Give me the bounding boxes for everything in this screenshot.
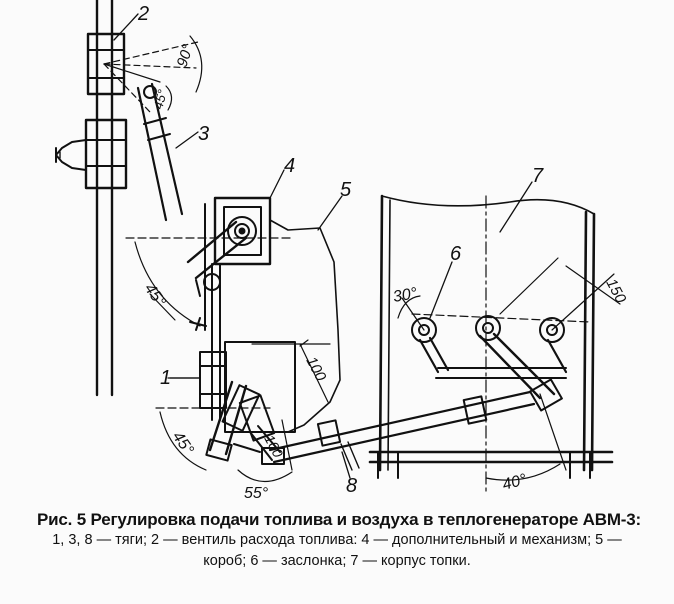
- rod-1: [169, 351, 227, 409]
- dim-45-deg-left: 45°: [141, 281, 169, 311]
- fuel-pipe-assembly: [55, 0, 128, 397]
- callout-1: 1: [160, 367, 171, 389]
- callout-7: 7: [532, 165, 544, 187]
- figure-caption-legend-line-2: короб; 6 — заслонка; 7 — корпус топки.: [203, 553, 471, 569]
- dimension-labels: 90° 45° 45° 100 45° 100 55° 30° 150 40°: [141, 42, 630, 500]
- callout-labels: 2 3 4 5 1 6 7 8: [137, 3, 544, 497]
- mechanism-4: [125, 196, 291, 421]
- lower-lever-group: [155, 380, 293, 483]
- regulation-diagram: 2 3 4 5 1 6 7 8 90° 45° 45° 100 45° 100 …: [55, 0, 630, 500]
- damper-6: [397, 257, 621, 481]
- dim-55-deg: 55°: [244, 485, 269, 500]
- figure-caption-legend-line-1: 1, 3, 8 — тяги; 2 — вентиль расхода топл…: [52, 532, 622, 548]
- callout-4: 4: [284, 155, 295, 177]
- callout-8: 8: [346, 475, 357, 497]
- rod-3: [136, 82, 184, 222]
- box-5: [224, 219, 341, 433]
- callout-leaders: [113, 13, 533, 479]
- dim-90-deg: 90°: [174, 42, 197, 69]
- dim-30-deg: 30°: [392, 285, 419, 306]
- furnace-body-7: [368, 194, 614, 496]
- figure-caption-title: Рис. 5 Регулировка подачи топлива и возд…: [37, 510, 641, 529]
- dim-40-deg: 40°: [501, 471, 529, 494]
- dim-45-deg-bottom: 45°: [169, 429, 197, 459]
- rod-8: [268, 390, 536, 471]
- callout-5: 5: [340, 179, 352, 201]
- callout-6: 6: [450, 243, 462, 265]
- callout-3: 3: [198, 123, 209, 145]
- dim-45-deg-top: 45°: [150, 88, 170, 111]
- callout-2: 2: [137, 3, 149, 25]
